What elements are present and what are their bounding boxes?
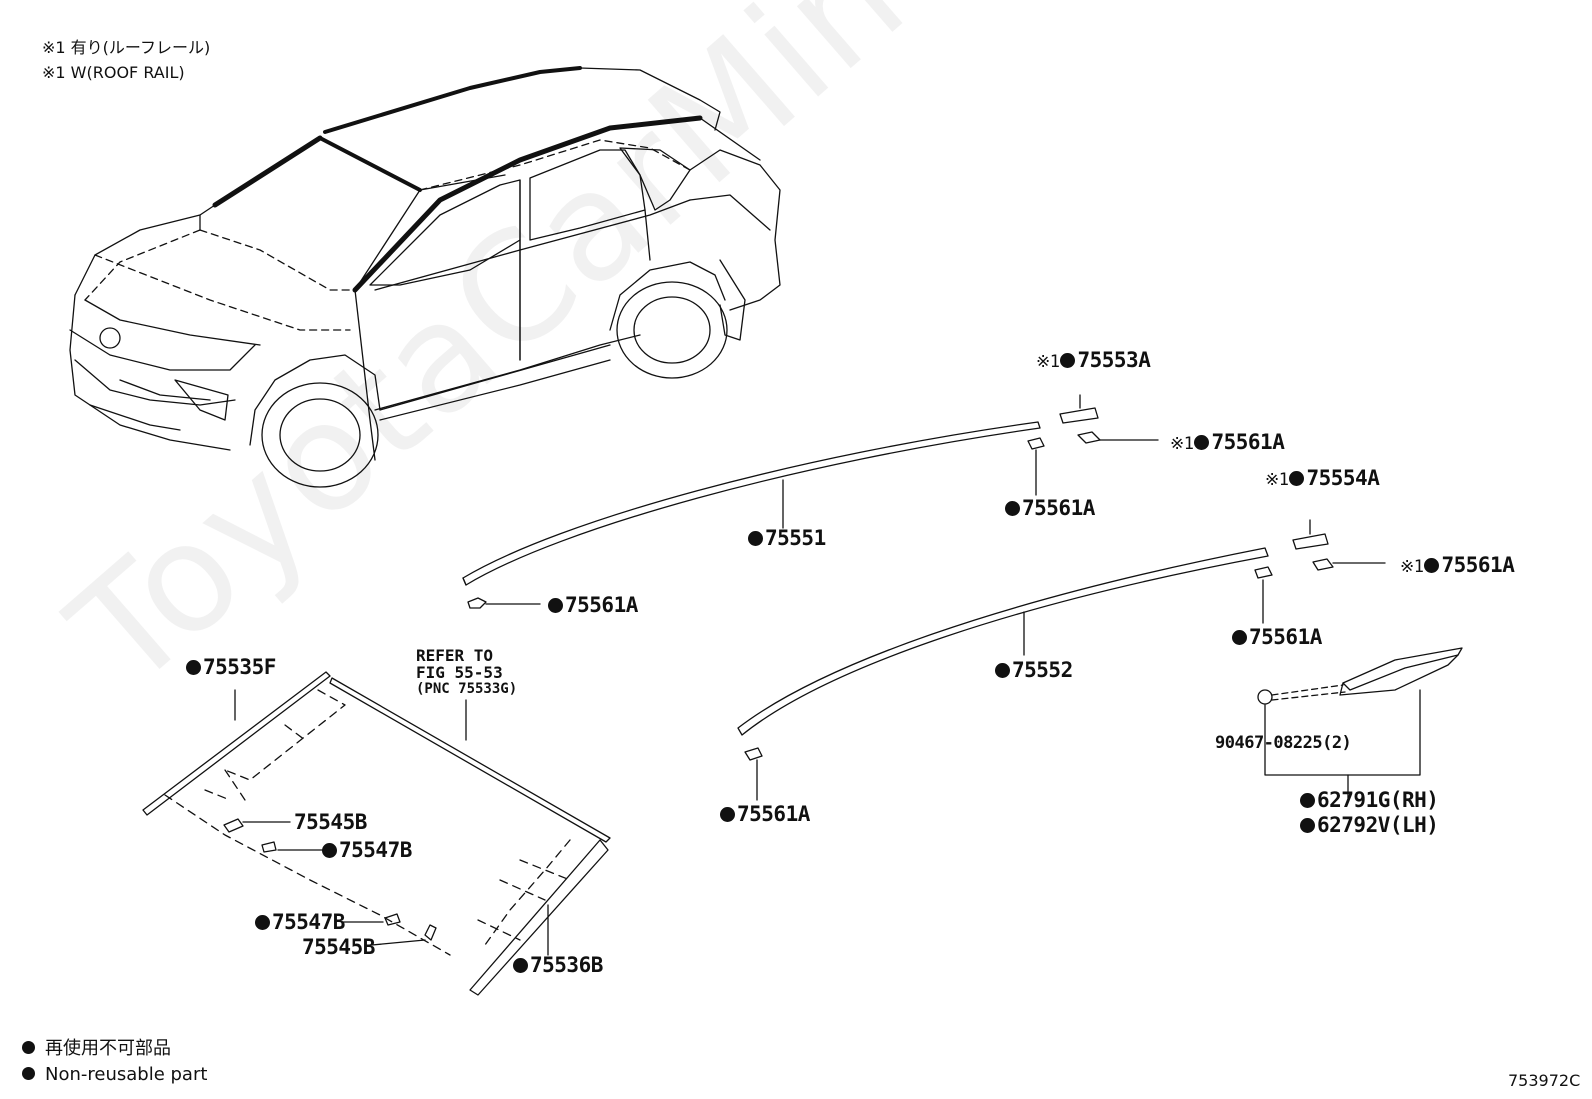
part-label-75561A-left[interactable]: 75561A xyxy=(548,595,638,616)
roof-rail-note-en: ※1 W(ROOF RAIL) xyxy=(42,63,185,82)
non-reusable-dot-icon xyxy=(322,843,337,858)
figure-id: 753972C xyxy=(1508,1071,1581,1090)
roof-rail-mark: ※1 xyxy=(1036,352,1060,372)
non-reusable-dot-icon xyxy=(548,598,563,613)
roof-rail-note-jp: ※1 有り(ルーフレール) xyxy=(42,38,211,57)
rear-garnish-62791G xyxy=(1257,647,1463,705)
roof-rail-right xyxy=(352,115,703,293)
part-label-75561A-right-low[interactable]: 75561A xyxy=(1232,627,1322,648)
part-label-75547B-top[interactable]: 75547B xyxy=(322,840,412,861)
part-label-90467-08225[interactable]: 90467-08225(2) xyxy=(1215,733,1352,753)
non-reusable-dot-icon xyxy=(22,1067,35,1080)
non-reusable-dot-icon xyxy=(1289,471,1305,486)
part-label-75551[interactable]: 75551 xyxy=(748,528,826,549)
non-reusable-dot-icon xyxy=(1424,558,1440,573)
non-reusable-dot-icon xyxy=(1300,818,1315,833)
roof-rail-75552 xyxy=(737,547,1269,736)
non-reusable-dot-icon xyxy=(513,958,528,973)
non-reusable-dot-icon xyxy=(22,1041,35,1054)
non-reusable-dot-icon xyxy=(1232,630,1247,645)
non-reusable-dot-icon xyxy=(1194,435,1210,450)
non-reusable-dot-icon xyxy=(720,807,735,822)
part-label-62791G[interactable]: 62791G(RH) xyxy=(1300,790,1439,811)
roof-rail-mark: ※1 xyxy=(1400,557,1424,577)
refer-note[interactable]: REFER TO FIG 55-53 (PNC 75533G) xyxy=(416,646,518,697)
part-label-75545B-top[interactable]: 75545B xyxy=(294,810,367,834)
part-label-75536B[interactable]: 75536B xyxy=(513,955,603,976)
clips-lower xyxy=(744,533,1334,761)
part-label-75552[interactable]: 75552 xyxy=(995,660,1073,681)
roof-rail-top xyxy=(323,66,582,134)
non-reusable-dot-icon xyxy=(1060,353,1076,368)
non-reusable-dot-icon xyxy=(186,660,201,675)
non-reusable-dot-icon xyxy=(995,663,1010,678)
roof-rail-75551 xyxy=(462,421,1041,586)
part-label-75561A-bottom[interactable]: 75561A xyxy=(720,804,810,825)
roof-rail-mark: ※1 xyxy=(1170,434,1194,454)
legend-non-reusable-jp: 再使用不可部品 xyxy=(22,1040,171,1058)
part-label-75535F[interactable]: 75535F xyxy=(186,657,276,678)
non-reusable-dot-icon xyxy=(1005,501,1020,516)
legend-non-reusable-en: Non-reusable part xyxy=(22,1066,207,1084)
windshield-moulding xyxy=(142,671,611,996)
part-label-75547B-bottom[interactable]: 75547B xyxy=(255,912,345,933)
part-label-75561A-mid[interactable]: 75561A xyxy=(1005,498,1095,519)
part-label-75545B-bottom[interactable]: 75545B xyxy=(302,935,375,959)
non-reusable-dot-icon xyxy=(1300,793,1315,808)
non-reusable-dot-icon xyxy=(255,915,270,930)
vehicle-illustration xyxy=(69,66,781,488)
non-reusable-dot-icon xyxy=(748,531,763,546)
part-label-62792V[interactable]: 62792V(LH) xyxy=(1300,815,1439,836)
roof-rail-mark: ※1 xyxy=(1265,470,1289,490)
